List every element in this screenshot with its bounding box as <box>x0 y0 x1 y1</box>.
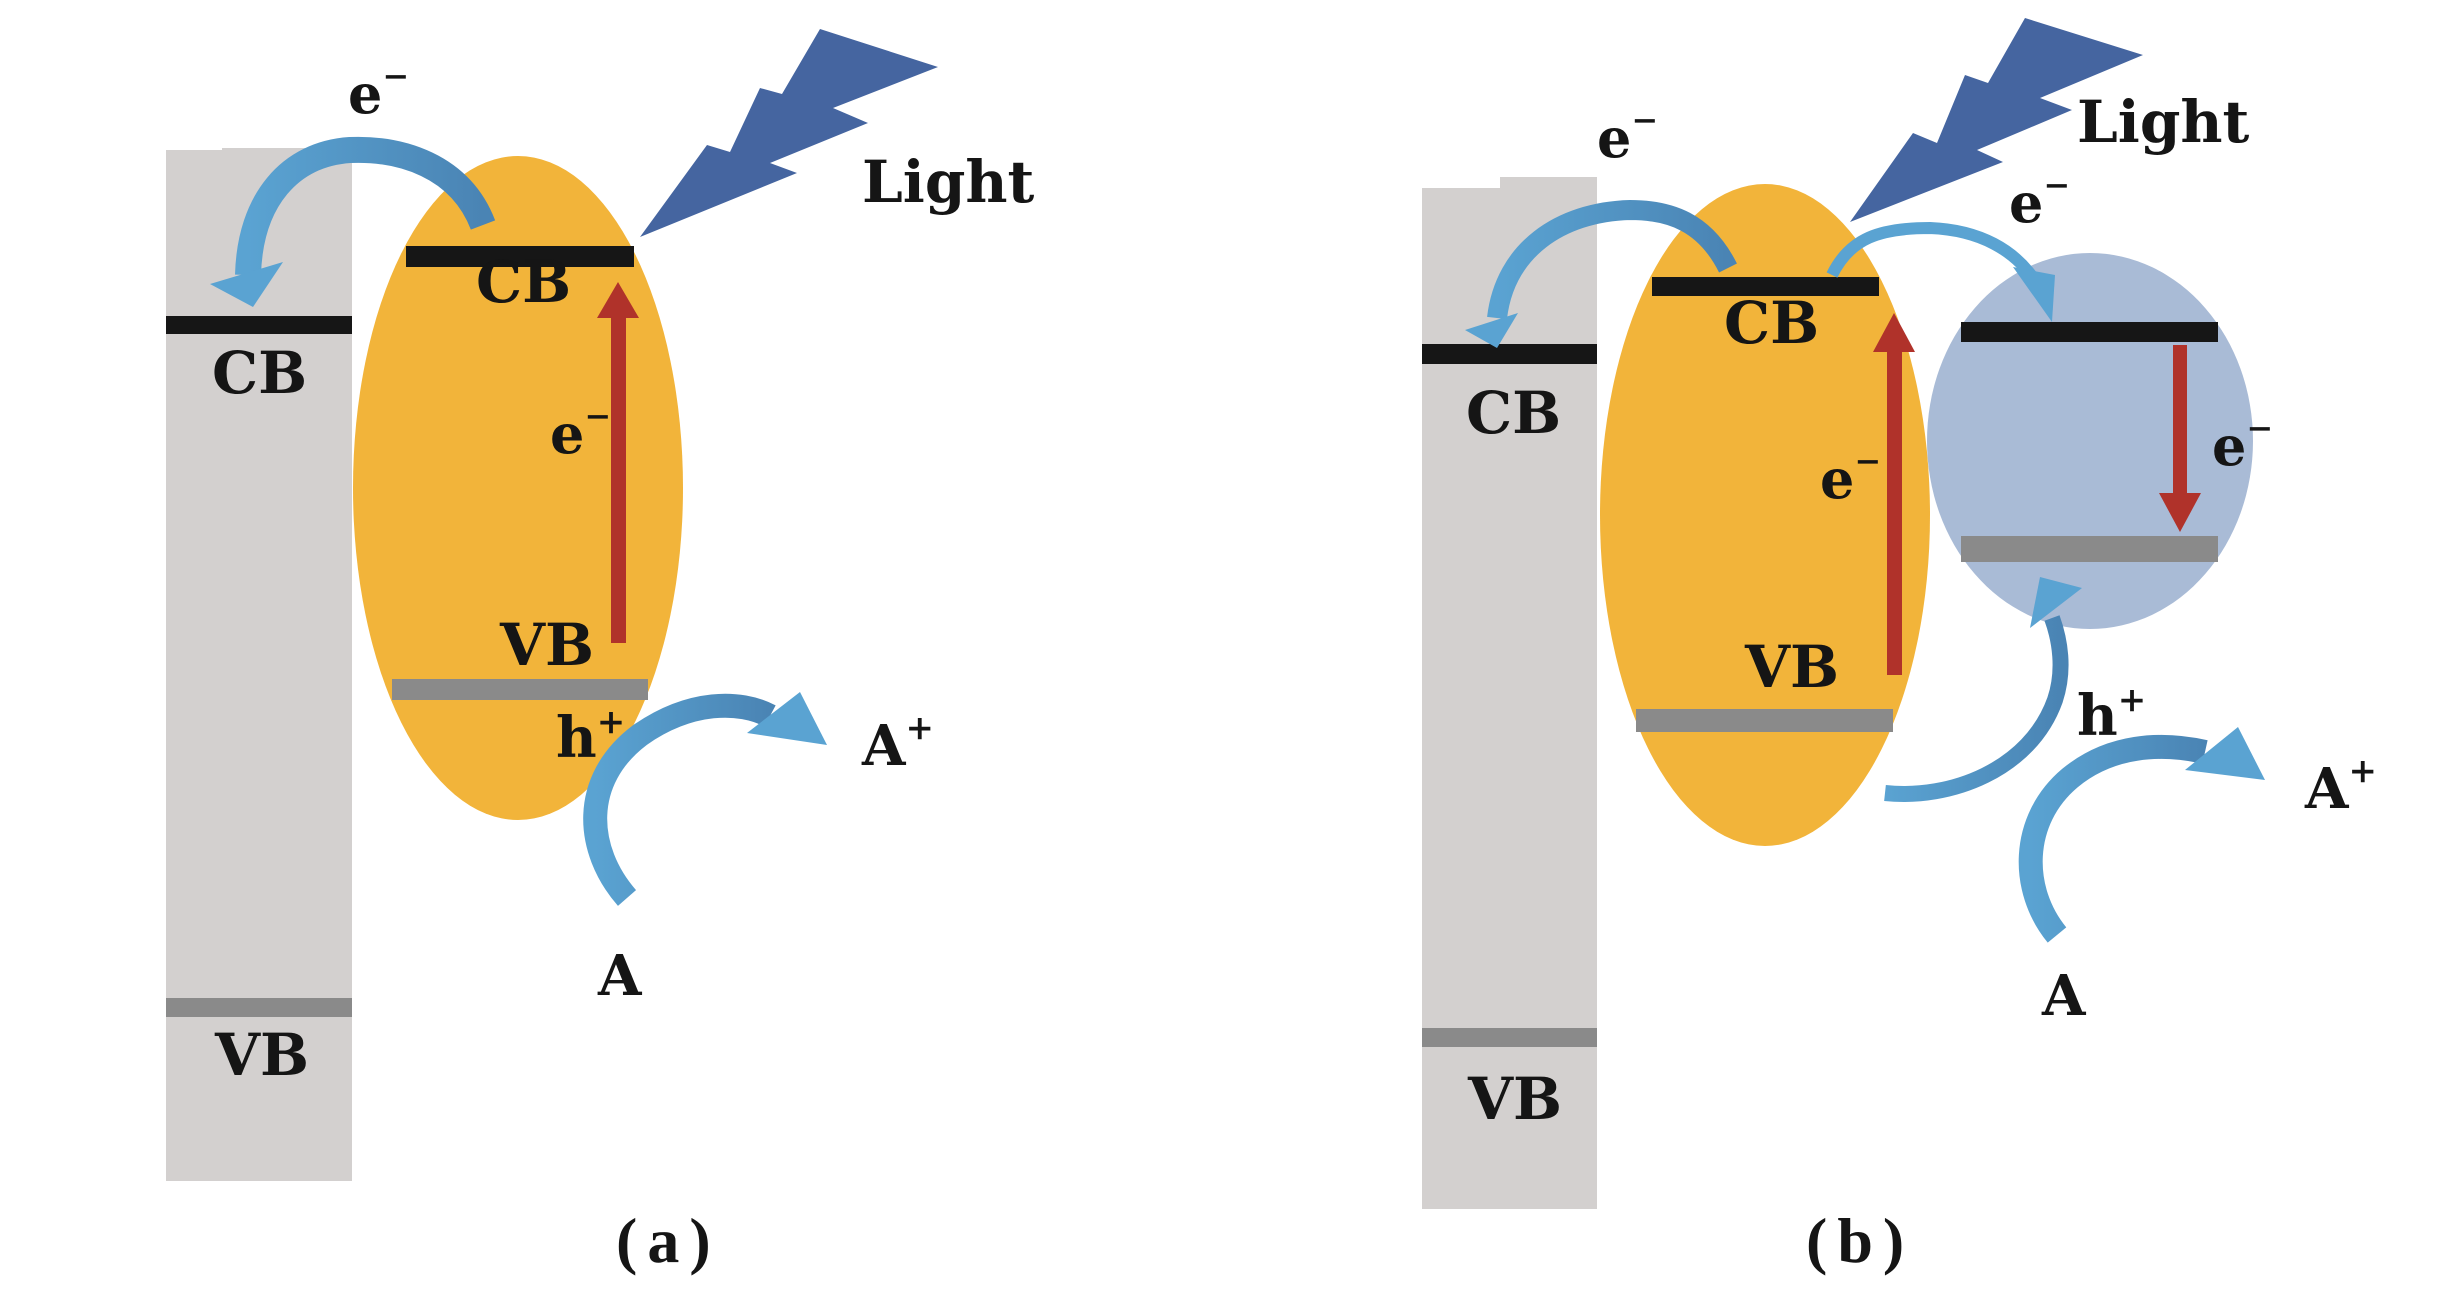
electron-transfer-arrow-a <box>210 136 496 307</box>
wide-gap-bar-a <box>166 148 352 1181</box>
mid-vb-line-a <box>392 679 648 700</box>
caption-a: (a) <box>616 1205 721 1276</box>
excite-electron-label-b: e− <box>1820 442 1881 511</box>
left-vb-line-b <box>1422 1028 1597 1047</box>
mid-cb-line-a <box>406 246 634 267</box>
product-label-b: A+ <box>2304 751 2377 822</box>
left-vb-label-b: VB <box>1467 1065 1562 1133</box>
left-cb-line-b <box>1422 344 1597 364</box>
semiconductor-ellipse-b <box>1600 184 1930 846</box>
mid-cb-line-b <box>1652 277 1879 296</box>
hole-transfer-arrow-b <box>1884 577 2082 802</box>
wide-gap-bar-b <box>1422 177 1597 1209</box>
cocatalyst-circle-b <box>1927 253 2253 629</box>
panel-b: CB VB CB VB e− e− e− <box>1422 18 2377 1276</box>
left-cb-label-b: CB <box>1466 379 1561 447</box>
mid-vb-label-a: VB <box>499 611 594 679</box>
light-label-a: Light <box>862 148 1035 216</box>
transfer-electron-label-a: e− <box>348 57 409 126</box>
light-label-b: Light <box>2077 88 2250 156</box>
mid-cb-label-b: CB <box>1724 289 1819 357</box>
caption-b: (b) <box>1806 1205 1914 1276</box>
product-label-a: A+ <box>861 708 934 779</box>
mid-cb-label-a: CB <box>476 248 571 316</box>
electron-transfer-arrow-b <box>1465 199 1737 348</box>
reactant-label-b: A <box>2041 963 2087 1029</box>
mid-vb-line-b <box>1636 709 1893 732</box>
lightning-icon-a <box>640 29 938 237</box>
relaxation-arrow-b <box>2159 345 2201 532</box>
cocatalyst-transfer-arrow-b <box>1826 221 2055 322</box>
excitation-arrow-b <box>1873 313 1915 675</box>
left-cb-line-a <box>166 316 352 334</box>
oxidation-arrow-b <box>2018 727 2265 943</box>
cocatalyst-cb-line-b <box>1961 322 2218 342</box>
mid-vb-label-b: VB <box>1744 633 1839 701</box>
oxidation-arrow-a <box>583 692 827 906</box>
reactant-label-a: A <box>597 943 643 1009</box>
excitation-arrow-a <box>597 282 639 643</box>
excite-electron-label-a: e− <box>550 397 611 466</box>
panel-a: CB VB CB VB e− e− Light h+ A+ A (a) <box>166 29 1035 1276</box>
left-vb-line-a <box>166 998 352 1017</box>
hole-label-a: h+ <box>556 702 625 771</box>
left-cb-label-a: CB <box>212 339 307 407</box>
lightning-icon-b <box>1850 18 2143 222</box>
relax-electron-label-b: e− <box>2212 409 2273 478</box>
right-transfer-electron-label-b: e− <box>2009 166 2070 235</box>
hole-label-b: h+ <box>2077 680 2146 749</box>
left-vb-label-a: VB <box>214 1021 309 1089</box>
transfer-electron-label-b: e− <box>1597 101 1658 170</box>
semiconductor-ellipse-a <box>353 156 683 820</box>
cocatalyst-vb-line-b <box>1961 536 2218 562</box>
